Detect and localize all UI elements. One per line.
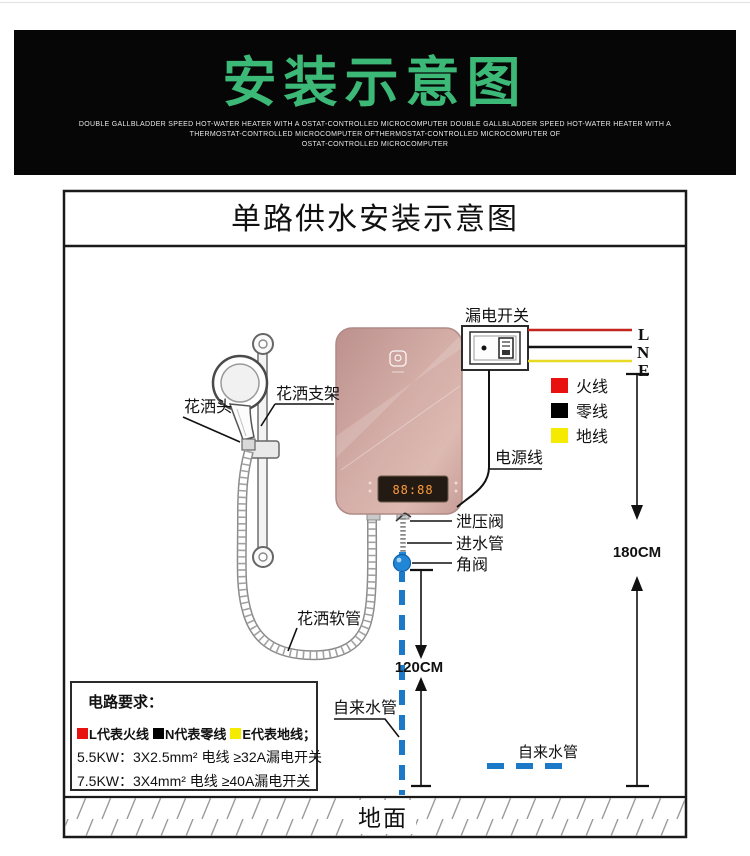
angle-valve bbox=[392, 552, 412, 573]
live-wire-legend-label: 火线 bbox=[576, 378, 608, 396]
arrow-down-icon bbox=[415, 645, 427, 659]
leakage-switch: 漏电开关 bbox=[461, 307, 529, 371]
neutral-wire-legend-label: 零线 bbox=[576, 403, 608, 421]
shower-head bbox=[211, 354, 269, 451]
live-wire-swatch bbox=[551, 378, 568, 393]
dimension-120cm: 120CM bbox=[395, 568, 443, 788]
callout-shower-hose: 花洒软管 bbox=[287, 610, 361, 652]
earth-wire-swatch bbox=[230, 728, 242, 739]
shower-hose-label: 花洒软管 bbox=[297, 610, 361, 628]
arrow-up-icon bbox=[631, 576, 643, 591]
angle-valve-label: 角阀 bbox=[456, 556, 488, 574]
banner: 安装示意图 DOUBLE GALLBLADDER SPEED HOT-WATER… bbox=[14, 30, 736, 175]
ground-label: 地面 bbox=[358, 805, 408, 831]
earth-wire-definition: E代表地线； bbox=[242, 727, 317, 742]
ground-band: 地面 bbox=[64, 795, 686, 836]
dimension-120cm-label: 120CM bbox=[395, 659, 443, 676]
requirement-5-5kw: 5.5KW：3X2.5mm² 电线 ≥32A漏电开关 bbox=[77, 749, 322, 765]
circuit-requirements-title: 电路要求： bbox=[88, 694, 164, 711]
callout-shower-bracket: 花洒支架 bbox=[260, 385, 340, 427]
live-wire-swatch bbox=[77, 728, 88, 739]
callout-tap-pipe-left: 自来水管 bbox=[333, 699, 400, 738]
requirement-7-5kw: 7.5KW：3X4mm² 电线 ≥40A漏电开关 bbox=[77, 773, 311, 789]
callout-shower-head: 花洒头 bbox=[182, 398, 241, 443]
water-heater: 88:88 bbox=[335, 327, 463, 521]
inlet-pipe-label: 进水管 bbox=[456, 535, 504, 553]
shower-head-label: 花洒头 bbox=[184, 398, 232, 416]
diagram-title: 单路供水安装示意图 bbox=[231, 203, 519, 236]
page-top-divider bbox=[0, 2, 750, 3]
tap-water-pipes bbox=[399, 572, 574, 795]
power-cord-label: 电源线 bbox=[495, 449, 543, 467]
arrow-up-icon bbox=[415, 677, 427, 691]
earth-wire-swatch bbox=[551, 428, 568, 443]
wire-legend: 火线 零线 地线 bbox=[551, 378, 608, 446]
neutral-wire-swatch bbox=[551, 403, 568, 418]
terminal-l: L bbox=[638, 325, 649, 344]
banner-subtitle-line3: OSTAT-CONTROLLED MICROCOMPUTER bbox=[301, 141, 449, 148]
live-wire-definition: L代表火线 bbox=[89, 727, 149, 742]
circuit-requirements-box: 电路要求： L代表火线 N代表零线 E代表地线； 5.5KW：3X2.5mm² … bbox=[70, 681, 322, 791]
terminal-n: N bbox=[637, 343, 650, 362]
inlet-assembly: 泄压阀 进水管 角阀 bbox=[392, 512, 504, 574]
shower-bracket-label: 花洒支架 bbox=[276, 385, 340, 403]
dimension-180cm: 180CM bbox=[613, 372, 661, 788]
supply-wires: L N E bbox=[528, 325, 650, 380]
neutral-wire-swatch bbox=[152, 728, 164, 739]
power-cord: 电源线 bbox=[456, 370, 543, 508]
heater-display-text: 88:88 bbox=[392, 483, 433, 497]
ground-label-bg bbox=[350, 800, 416, 834]
heater-logo-icon bbox=[389, 350, 407, 373]
banner-subtitle-line1: DOUBLE GALLBLADDER SPEED HOT-WATER HEATE… bbox=[78, 121, 672, 128]
banner-title: 安装示意图 bbox=[222, 53, 528, 113]
banner-subtitle-line2: THERMOSTAT-CONTROLLED MICROCOMPUTER OFTH… bbox=[189, 131, 561, 138]
arrow-down-icon bbox=[631, 505, 643, 520]
shower-bracket-rail bbox=[246, 333, 280, 568]
heater-display: 88:88 bbox=[368, 475, 458, 503]
relief-valve-label: 泄压阀 bbox=[456, 513, 504, 531]
terminal-e: E bbox=[638, 361, 649, 380]
earth-wire-legend-label: 地线 bbox=[576, 428, 608, 446]
circuit-requirements-legend: L代表火线 N代表零线 E代表地线； bbox=[77, 724, 316, 743]
tap-pipe-left-label: 自来水管 bbox=[333, 699, 397, 717]
dimension-180cm-label: 180CM bbox=[613, 544, 661, 561]
leakage-switch-label: 漏电开关 bbox=[465, 307, 529, 325]
neutral-wire-definition: N代表零线 bbox=[164, 727, 227, 742]
banner-subtitle: DOUBLE GALLBLADDER SPEED HOT-WATER HEATE… bbox=[14, 120, 736, 150]
shower-hose bbox=[236, 449, 378, 661]
tap-pipe-right-label: 自来水管 bbox=[518, 744, 578, 761]
